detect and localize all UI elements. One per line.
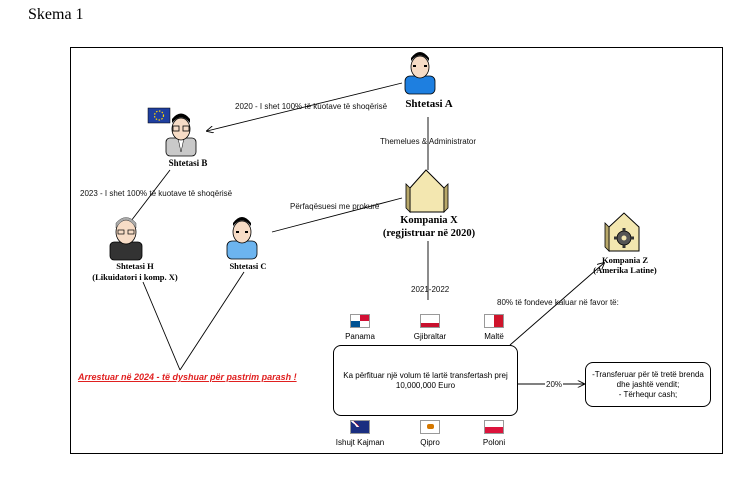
cayman-flag-icon (350, 420, 370, 434)
cyprus-flag-icon (420, 420, 440, 434)
cash-line3: - Tërhequr cash; (618, 389, 678, 399)
edge-label-a-to-b: 2020 - I shet 100% të kuotave të shoqëri… (235, 102, 388, 111)
cash-box: -Transferuar për të tretë brenda dhe jas… (585, 362, 711, 407)
node-z-name: Kompania Z (Amerika Latine) (590, 255, 660, 275)
node-b-name: Shtetasi B (168, 158, 208, 168)
person-icon (109, 217, 143, 261)
arrest-note: Arrestuar në 2024 - të dyshuar për pastr… (78, 372, 297, 382)
flag-label-panama: Panama (345, 332, 375, 341)
edge-h-to-arrest (142, 281, 181, 371)
edge-label-transfers-to-cash: 20% (545, 380, 564, 389)
node-c-name: Shtetasi C (229, 261, 267, 271)
edge-label-transfers-to-z: 80% të fondeve kaluar në favor të: (497, 298, 619, 307)
edge-c-to-arrest (179, 271, 245, 371)
gear-building-icon (604, 212, 640, 252)
eu-flag-icon (147, 107, 171, 124)
edge-transfers-to-z (509, 263, 604, 346)
edge-label-c-to-x: Përfaqësuesi me prokurë (290, 202, 380, 211)
transfers-box: Ka përfituar një volum të lartë transfer… (333, 345, 518, 416)
person-icon (165, 113, 197, 157)
cash-line2: dhe jashtë vendit; (616, 379, 680, 389)
node-z-line2: (Amerika Latine) (593, 265, 657, 275)
person-icon (404, 52, 436, 95)
flag-label-gibraltar: Gjibraltar (413, 332, 447, 341)
flag-label-malta: Maltë (484, 332, 504, 341)
node-h-name: Shtetasi H (Likuidatori i komp. X) (80, 261, 190, 283)
node-x-line1: Kompania X (400, 215, 458, 226)
edge-b-to-h (130, 169, 171, 222)
cash-line1: -Transferuar për të tretë brenda (592, 369, 704, 379)
flag-label-cayman: Ishujt Kajman (335, 438, 385, 447)
node-z-line1: Kompania Z (601, 255, 649, 265)
edge-a-to-b (207, 82, 403, 131)
malta-flag-icon (484, 314, 504, 328)
transfers-line2: 10,000,000 Euro (395, 380, 456, 390)
node-a-name: Shtetasi A (405, 98, 453, 110)
flag-label-cyprus: Qipro (420, 438, 440, 447)
flag-label-poland: Poloni (482, 438, 506, 447)
node-x-line2: (regjistruar në 2020) (382, 228, 476, 239)
poland-flag-icon (484, 420, 504, 434)
edge-label-a-to-x: Themelues & Administrator (380, 137, 477, 146)
diagram-frame (70, 47, 723, 454)
node-h-line1: Shtetasi H (116, 261, 154, 271)
building-icon (405, 169, 449, 213)
gibraltar-flag-icon (420, 314, 440, 328)
edge-label-b-to-h: 2023 - I shet 100% të kuotave të shoqëri… (80, 189, 233, 198)
node-x-name: Kompania X (regjistruar në 2020) (372, 214, 486, 240)
edge-label-x-to-transfers: 2021-2022 (411, 285, 450, 294)
person-icon (226, 217, 258, 260)
page-heading: Skema 1 (28, 6, 84, 23)
transfers-line1: Ka përfituar një volum të lartë transfer… (343, 370, 508, 380)
edge-c-to-x (271, 197, 403, 233)
panama-flag-icon (350, 314, 370, 328)
node-h-line2: (Likuidatori i komp. X) (92, 272, 178, 282)
